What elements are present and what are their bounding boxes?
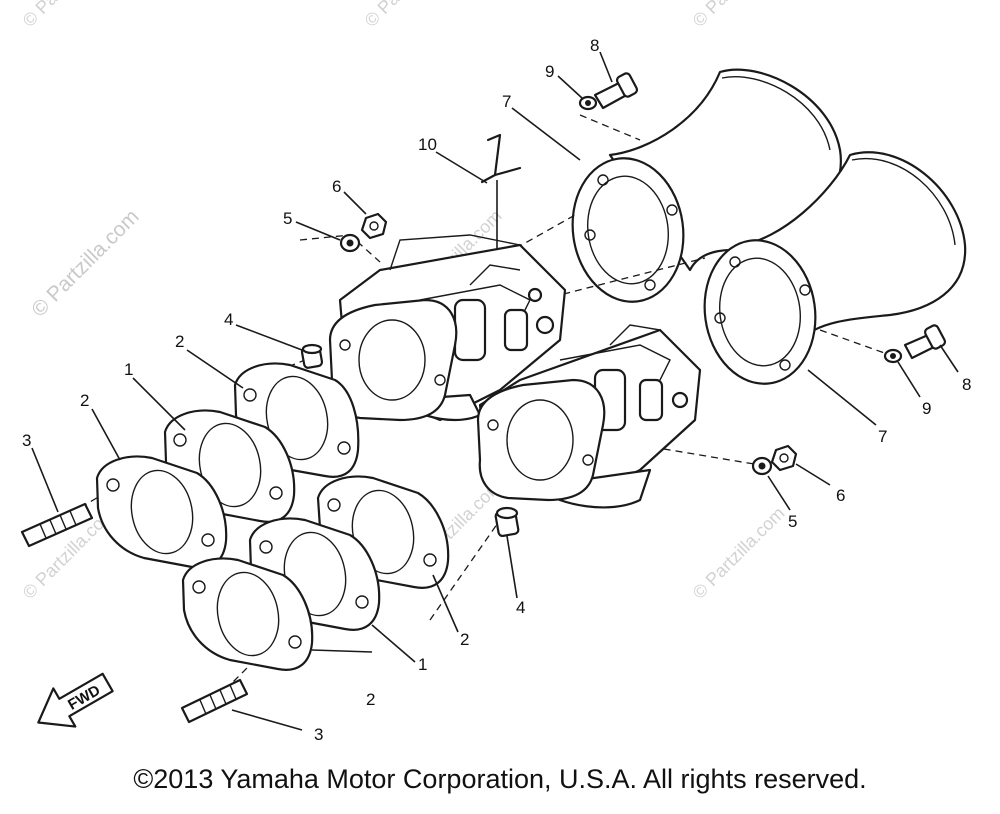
spacer-upper (300, 343, 324, 369)
callout-6-lower: 6 (836, 486, 845, 505)
gasket-upper-front (95, 455, 228, 569)
callout-7-lower: 7 (878, 427, 887, 446)
callout-10: 10 (418, 135, 437, 154)
callout-4-lower: 4 (516, 598, 525, 617)
callout-7-upper: 7 (502, 92, 511, 111)
callout-3-upper: 3 (22, 431, 31, 450)
callout-9-upper: 9 (545, 62, 554, 81)
callout-4-upper: 4 (224, 310, 233, 329)
velocity-stack-upper (571, 68, 842, 303)
screw-upper (578, 72, 639, 111)
forward-arrow: FWD (37, 672, 114, 728)
gasket-lower-front (181, 557, 314, 671)
spacer-lower (494, 506, 520, 538)
velocity-stack-lower (703, 151, 967, 385)
callout-3-lower: 3 (314, 725, 323, 744)
callout-2-upper-back: 2 (175, 332, 184, 351)
callouts: 1 2 2 3 4 5 6 7 8 9 10 1 2 2 3 4 5 6 7 8… (22, 36, 971, 744)
callout-2-upper-front: 2 (80, 391, 89, 410)
linkage-clip (480, 133, 522, 250)
watermark-top-center: © Partzilla.com (361, 0, 461, 31)
callout-8-upper: 8 (590, 36, 599, 55)
watermark-right-lower: © Partzilla.com (689, 503, 789, 603)
callout-1-upper: 1 (124, 360, 133, 379)
callout-5-upper: 5 (283, 209, 292, 228)
watermark-top-right: © Partzilla.com (689, 0, 789, 31)
callout-2-lower-front: 2 (366, 690, 375, 709)
watermark-top-left: © Partzilla.com (19, 0, 119, 31)
screw-lower (883, 324, 947, 364)
watermark-main: © Partzilla.com (27, 205, 143, 321)
callout-8-lower: 8 (962, 375, 971, 394)
callout-6-upper: 6 (332, 177, 341, 196)
stud-lower (180, 678, 249, 724)
callout-5-lower: 5 (788, 512, 797, 531)
callout-2-lower-back: 2 (460, 630, 469, 649)
stud-upper (20, 502, 94, 548)
nut-washer-upper (339, 212, 388, 253)
copyright-notice: ©2013 Yamaha Motor Corporation, U.S.A. A… (133, 764, 867, 794)
leader-lines (31, 51, 959, 731)
callout-9-lower: 9 (922, 399, 931, 418)
callout-1-lower: 1 (418, 655, 427, 674)
carb-flanges (328, 298, 606, 502)
nut-washer-lower (751, 444, 798, 476)
